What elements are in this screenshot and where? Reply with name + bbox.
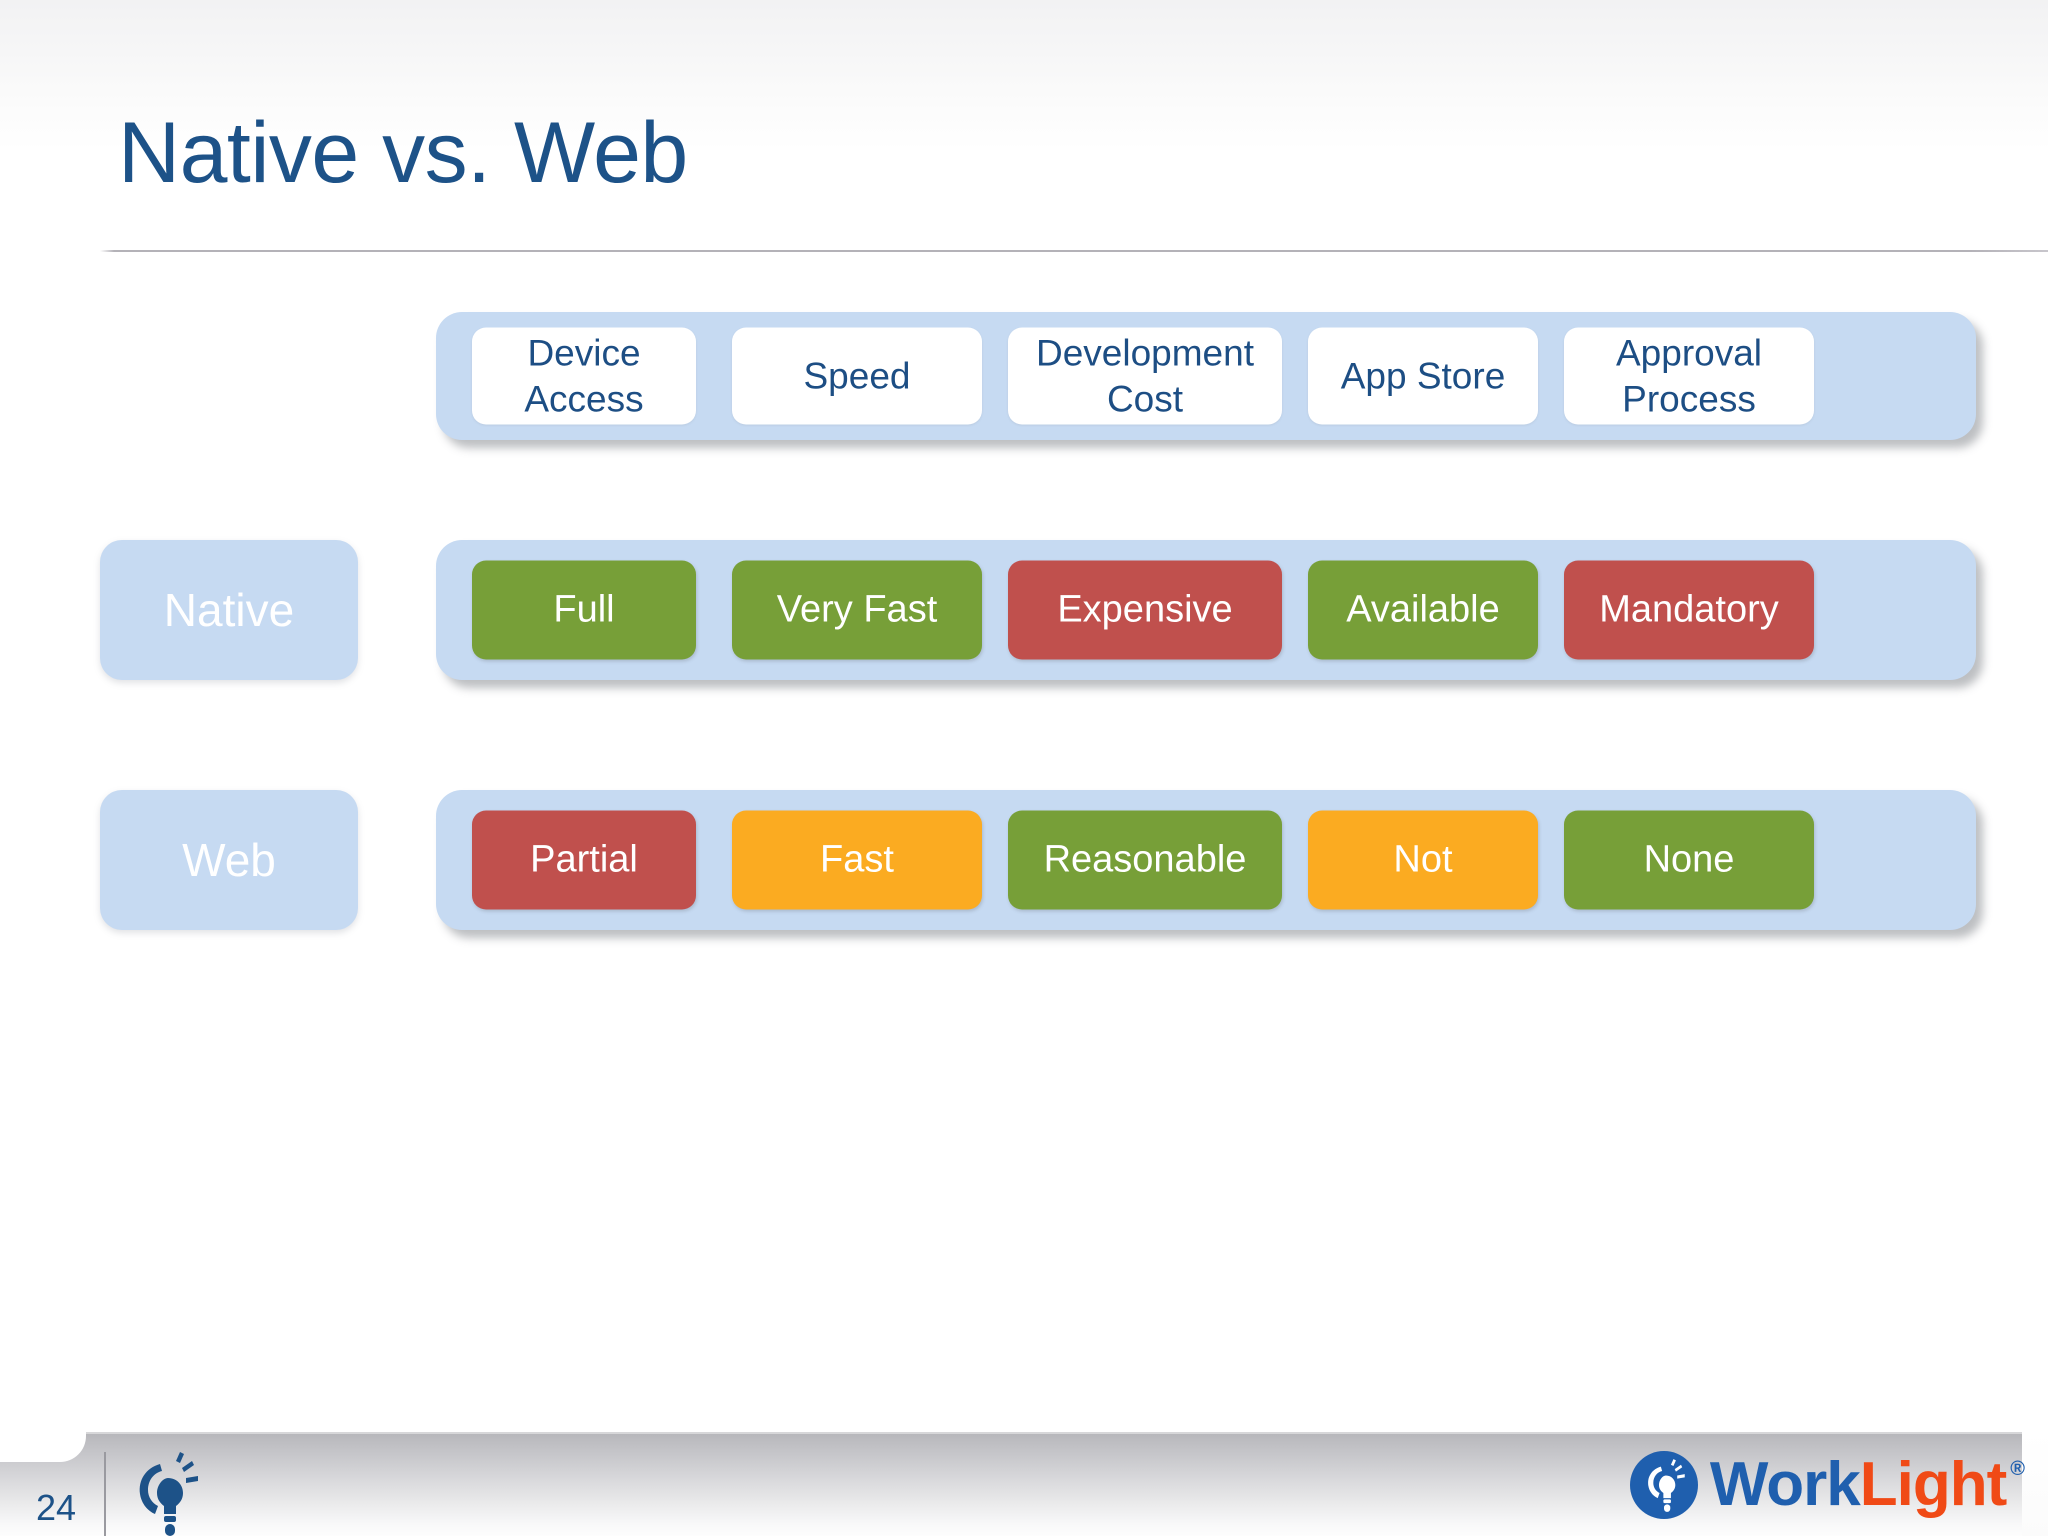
matrix-cell[interactable]: None (1564, 810, 1814, 910)
matrix-cell[interactable]: Available (1308, 560, 1538, 660)
matrix-header-cell[interactable]: Device Access (472, 327, 696, 425)
row-label-web: Web (100, 790, 358, 930)
matrix-row-native: Full Very Fast Expensive Available Mandatory (436, 540, 1976, 680)
row-label-native: Native (100, 540, 358, 680)
matrix-cell[interactable]: Reasonable (1008, 810, 1282, 910)
row-label-web-text: Web (182, 834, 276, 886)
matrix-cell[interactable]: Very Fast (732, 560, 982, 660)
matrix-row-web: Partial Fast Reasonable Not None (436, 790, 1976, 930)
slide-footer (0, 1432, 2048, 1536)
logo-work-text: Work (1709, 1450, 1861, 1519)
footer-notch-right (2022, 1432, 2048, 1536)
matrix-cell[interactable]: Full (472, 560, 696, 660)
page-title: Native vs. Web (118, 105, 688, 201)
matrix-cell[interactable]: Not (1308, 810, 1538, 910)
title-divider (100, 250, 2048, 252)
matrix-header-cell[interactable]: Development Cost (1008, 327, 1282, 425)
logo-light-text: Light (1859, 1450, 2007, 1519)
matrix-header-cell[interactable]: Approval Process (1564, 327, 1814, 425)
lightbulb-icon (130, 1452, 200, 1536)
worklight-badge-icon (1629, 1451, 1698, 1519)
footer-divider (104, 1452, 106, 1536)
matrix-header-row: Device Access Speed Development Cost App St… (436, 312, 1976, 440)
registered-trademark-icon: ® (2010, 1458, 2025, 1480)
footer-notch-left (0, 1432, 86, 1462)
matrix-cell[interactable]: Expensive (1008, 560, 1282, 660)
matrix-cell[interactable]: Partial (472, 810, 696, 910)
page-number: 24 (36, 1487, 77, 1528)
matrix-cell[interactable]: Mandatory (1564, 560, 1814, 660)
matrix-header-cell[interactable]: App Store (1308, 327, 1538, 425)
row-label-native-text: Native (163, 584, 295, 636)
matrix-cell[interactable]: Fast (732, 810, 982, 910)
matrix-header-cell[interactable]: Speed (732, 327, 982, 425)
